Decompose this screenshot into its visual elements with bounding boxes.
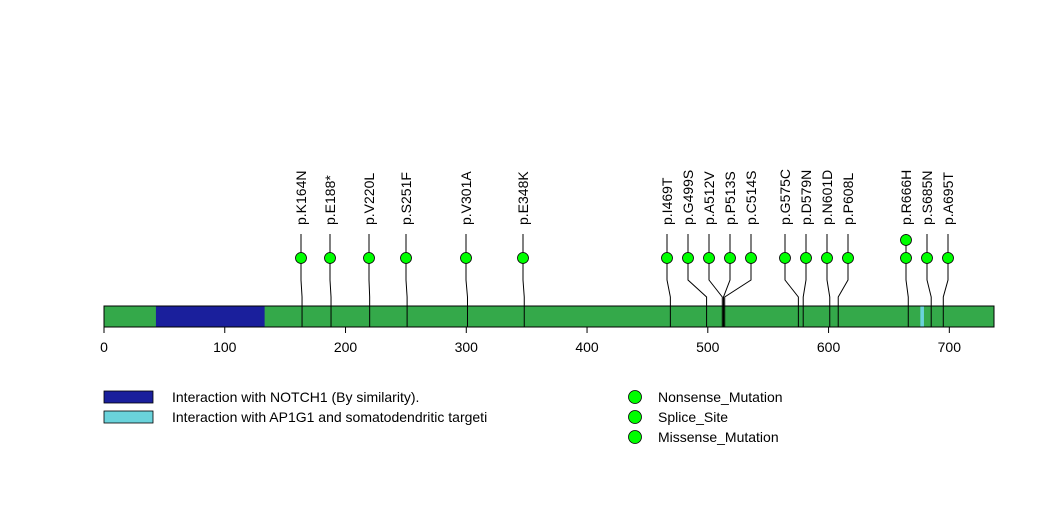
mutation-label: p.V220L <box>361 173 377 225</box>
legend-mutation-label: Missense_Mutation <box>658 429 779 445</box>
legend-mutation-label: Splice_Site <box>658 409 728 425</box>
mutation-label: p.N601D <box>819 170 835 225</box>
mutation-point <box>661 252 673 264</box>
legend-mutation-icon <box>628 430 642 444</box>
mutation-label: p.A512V <box>701 171 717 225</box>
protein-backbone <box>104 306 994 327</box>
mutation-label: p.A695T <box>940 172 956 225</box>
domain-block <box>155 306 265 327</box>
mutation-label: p.G575C <box>777 169 793 225</box>
mutation-label: p.P608L <box>840 173 856 225</box>
mutation-label: p.G499S <box>680 170 696 225</box>
mutation-point <box>324 252 336 264</box>
mutation-point <box>460 252 472 264</box>
mutation-point <box>800 252 812 264</box>
mutation-point <box>400 252 412 264</box>
mutation-label: p.K164N <box>293 171 309 225</box>
mutation-point <box>745 252 757 264</box>
mutation-point <box>779 252 791 264</box>
mutation-label: p.S251F <box>398 172 414 225</box>
x-tick-label: 0 <box>100 339 108 355</box>
x-tick-label: 100 <box>213 339 237 355</box>
mutation-label: p.P513S <box>722 171 738 225</box>
legend-mutation-icon <box>628 410 642 424</box>
mutation-point <box>921 252 933 264</box>
mutation-point <box>942 252 954 264</box>
mutation-point <box>682 252 694 264</box>
mutation-point <box>363 252 375 264</box>
x-tick-label: 300 <box>455 339 479 355</box>
mutation-point <box>842 252 854 264</box>
mutation-point <box>821 252 833 264</box>
mutation-point <box>295 252 307 264</box>
mutation-label: p.D579N <box>798 170 814 225</box>
mutation-point <box>900 252 912 264</box>
x-tick-label: 700 <box>938 339 962 355</box>
mutation-label: p.V301A <box>458 171 474 225</box>
x-tick-label: 200 <box>334 339 358 355</box>
legend-mutation-label: Nonsense_Mutation <box>658 389 783 405</box>
mutation-point <box>900 234 912 246</box>
mutation-label: p.I469T <box>659 177 675 225</box>
legend-domain-swatch <box>103 410 154 424</box>
mutation-label: p.S685N <box>919 171 935 225</box>
mutation-label: p.E188* <box>322 175 338 225</box>
legend-domain-label: Interaction with AP1G1 and somatodendrit… <box>172 409 487 425</box>
mutation-label: p.C514S <box>743 171 759 225</box>
mutation-point <box>703 252 715 264</box>
x-tick-label: 400 <box>575 339 599 355</box>
domain-block <box>920 306 924 327</box>
mutation-point <box>724 252 736 264</box>
x-tick-label: 600 <box>817 339 841 355</box>
legend-domain-swatch <box>103 390 154 404</box>
legend-domain-label: Interaction with NOTCH1 (By similarity). <box>172 389 419 405</box>
mutation-label: p.E348K <box>515 171 531 225</box>
mutation-label: p.R666H <box>898 170 914 225</box>
x-tick-label: 500 <box>696 339 720 355</box>
legend-mutation-icon <box>628 390 642 404</box>
mutation-point <box>517 252 529 264</box>
